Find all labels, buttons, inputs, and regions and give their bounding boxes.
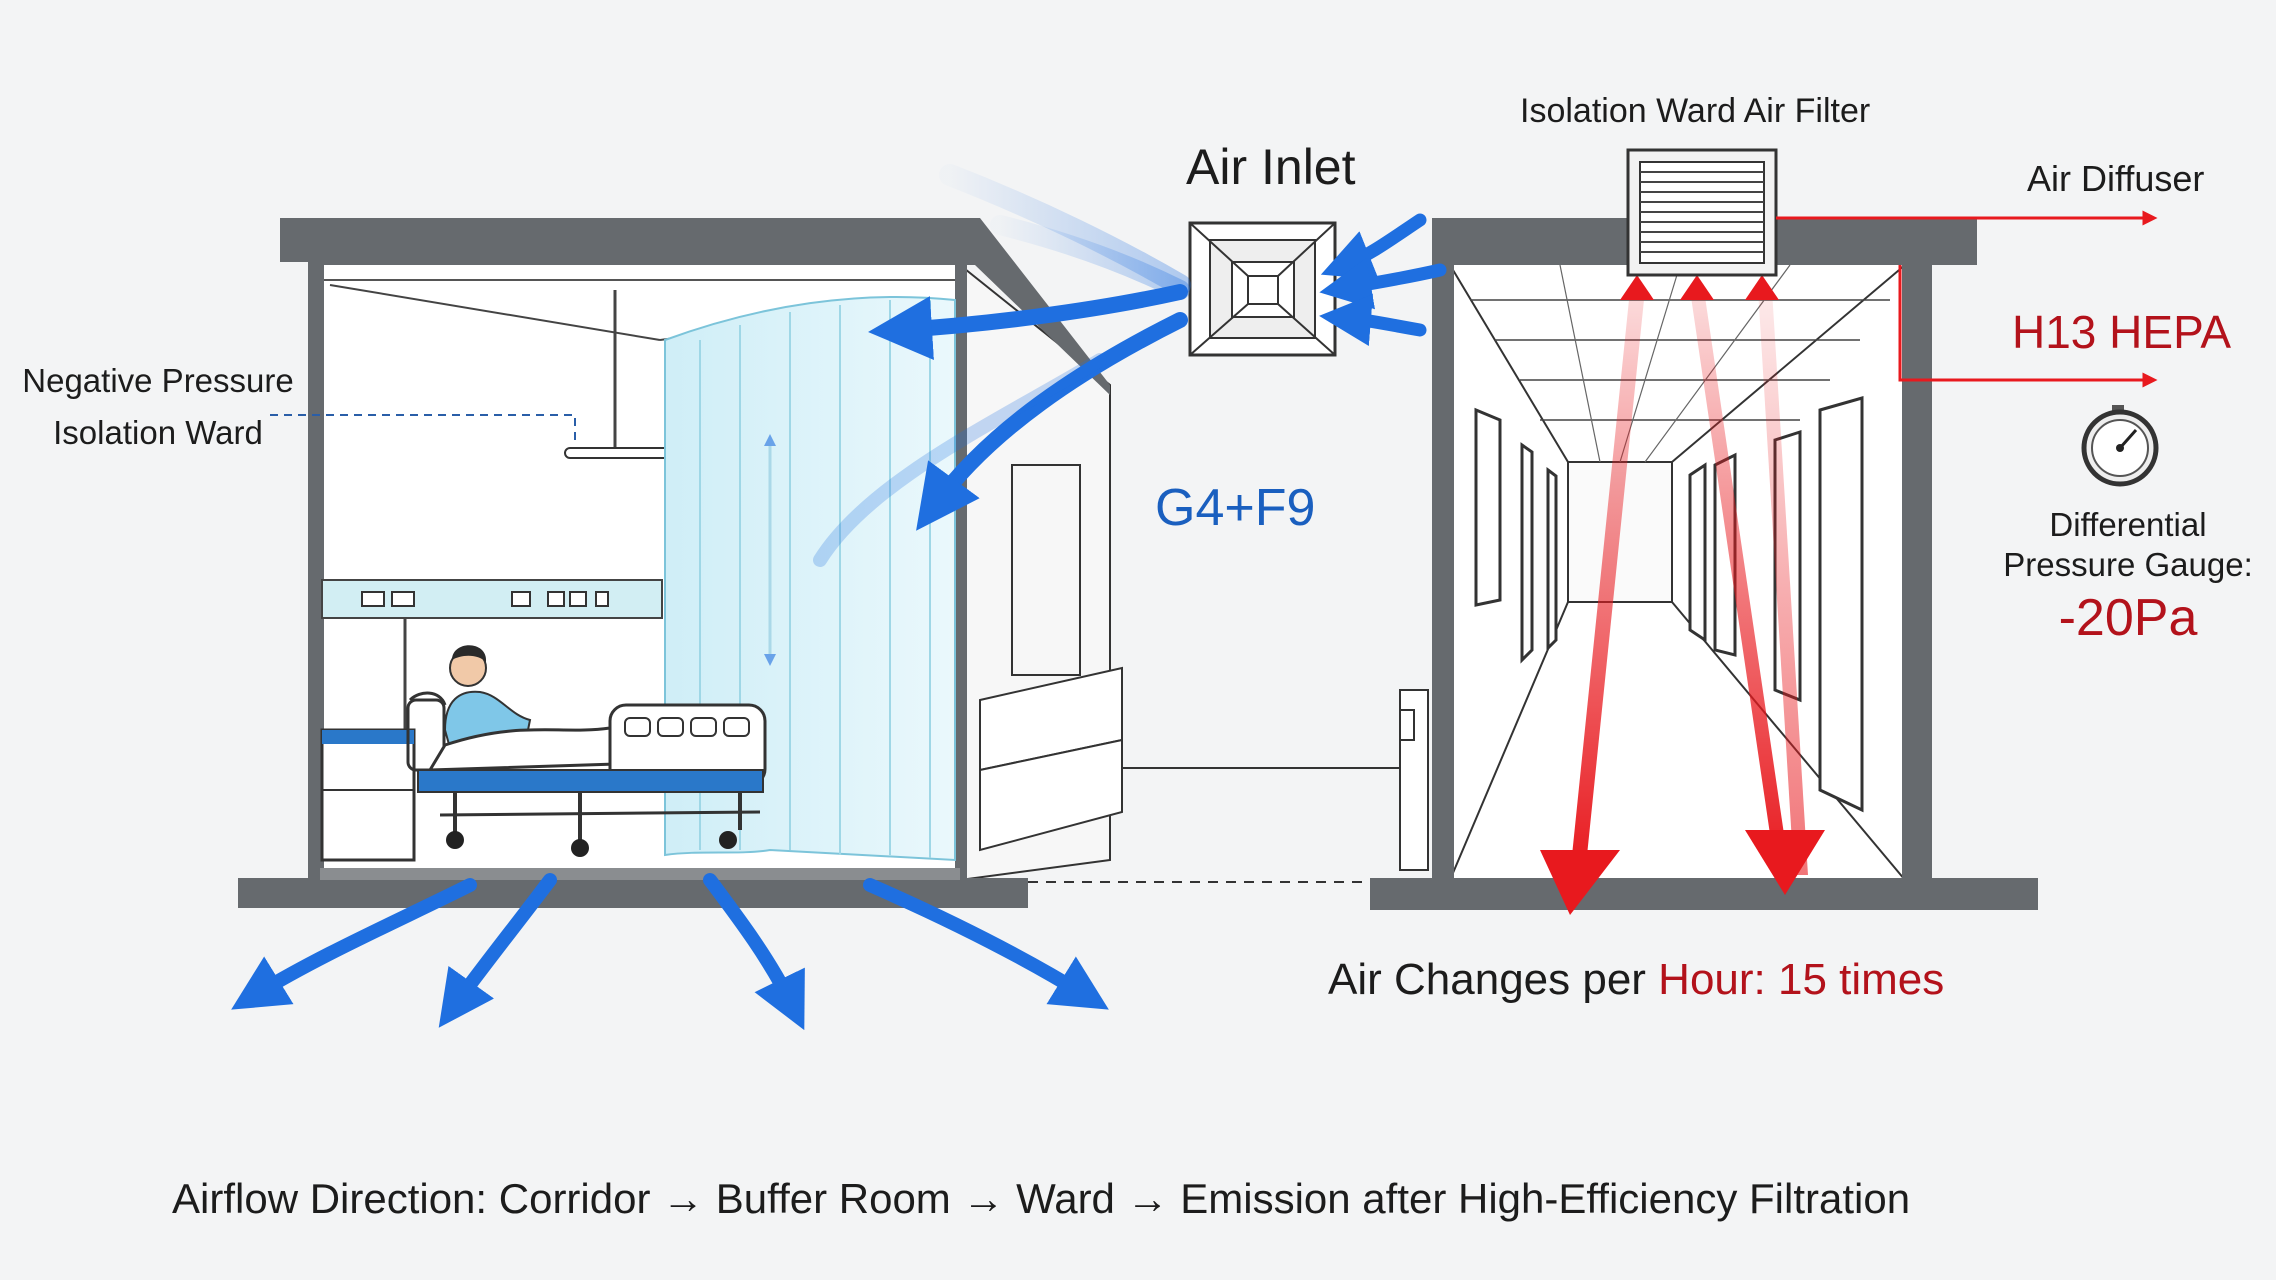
blue-supply-arrows	[813, 164, 1447, 567]
air-changes-prefix: Air Changes per	[1328, 955, 1659, 1004]
red-exhaust-arrows	[1540, 275, 1825, 915]
air-changes-highlight: Hour: 15 times	[1658, 955, 1945, 1004]
airflow-direction-caption: Airflow Direction: Corridor → Buffer Roo…	[172, 1175, 1911, 1222]
blue-floor-arrows	[231, 873, 1109, 1031]
hepa-label: H13 HEPA	[2012, 306, 2232, 358]
gauge-value: -20Pa	[2058, 589, 2198, 647]
pressure-gauge-icon	[2081, 405, 2159, 487]
square-vent-icon	[1188, 221, 1337, 357]
gauge-caption-line1: Differential	[2049, 506, 2207, 543]
air-diffuser-label: Air Diffuser	[2027, 158, 2205, 199]
negative-pressure-line2: Isolation Ward	[53, 414, 263, 451]
louvered-filter-icon	[1626, 148, 1778, 277]
air-inlet-label: Air Inlet	[1186, 139, 1356, 195]
ward-label-leader	[270, 414, 576, 440]
isolation-ward-air-filter-label: Isolation Ward Air Filter	[1520, 92, 1871, 130]
negative-pressure-ward-label: Negative Pressure Isolation Ward	[8, 355, 308, 459]
negative-pressure-line1: Negative Pressure	[22, 362, 294, 399]
gauge-caption-line2: Pressure Gauge:	[2003, 546, 2253, 583]
gauge-caption: Differential Pressure Gauge:	[1988, 505, 2268, 585]
corridor-room	[1028, 218, 2038, 910]
filter-grade-label: G4+F9	[1155, 479, 1316, 537]
ward-room	[238, 218, 1123, 908]
air-changes-label: Air Changes per Hour: 15 times	[1328, 955, 1944, 1005]
hospital-bed	[406, 691, 767, 857]
